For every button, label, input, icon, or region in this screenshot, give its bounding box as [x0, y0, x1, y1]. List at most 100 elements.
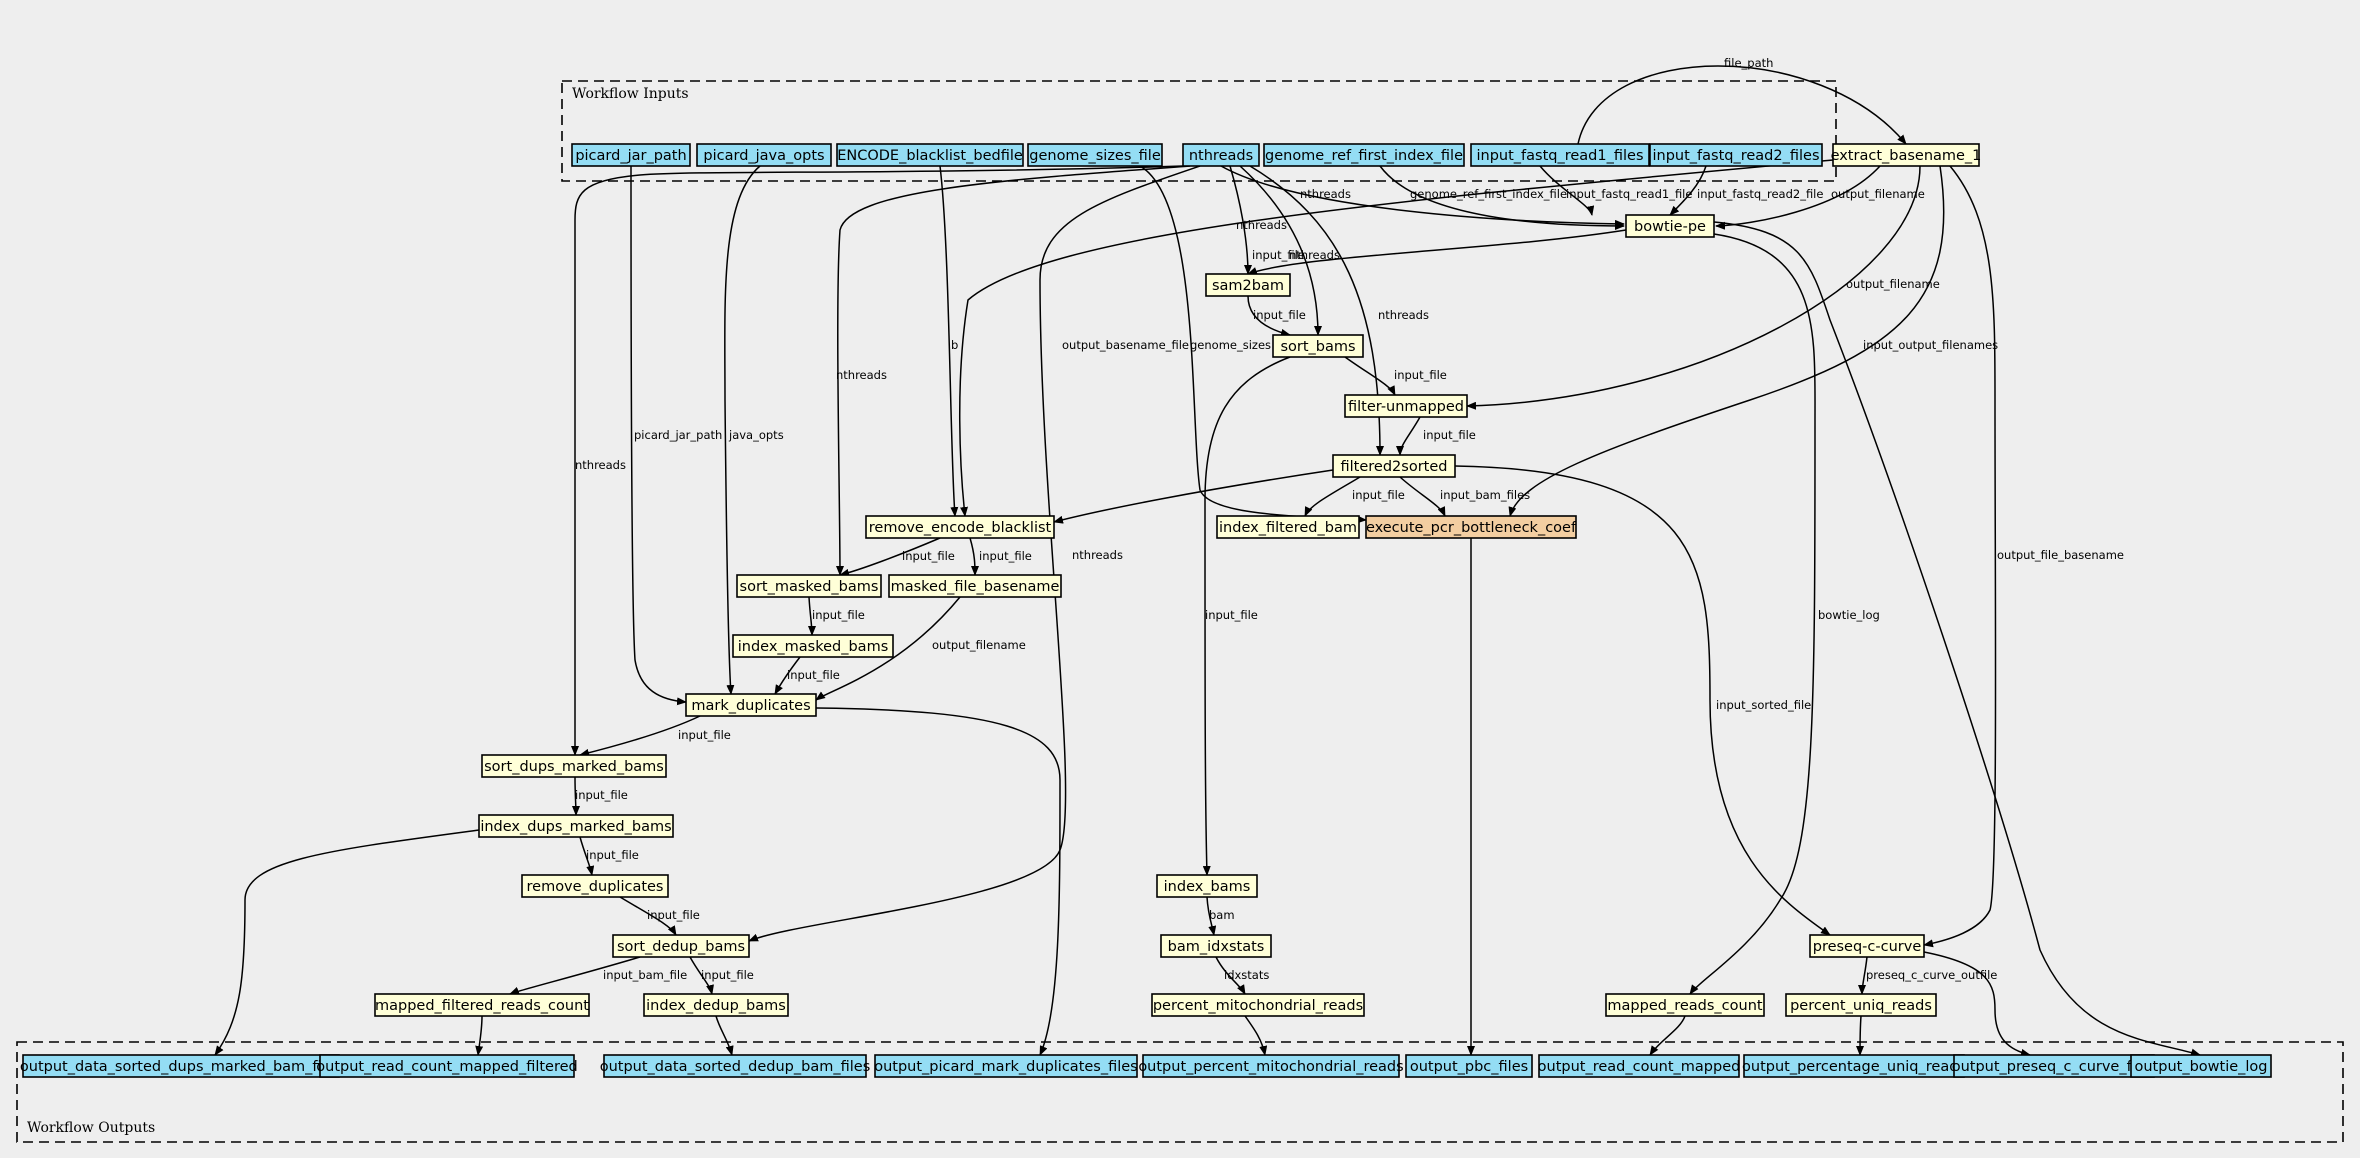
- edge-path: [969, 537, 979, 576]
- edge-label: input_fastq_read2_file: [1697, 187, 1823, 201]
- node-label: masked_file_basename: [891, 579, 1060, 595]
- node-label: mapped_reads_count: [1607, 998, 1762, 1014]
- node-output-picard-mark-duplicates-files[interactable]: output_picard_mark_duplicates_files: [874, 1054, 1138, 1078]
- node-bowtie-pe[interactable]: bowtie-pe: [1625, 214, 1715, 238]
- node-label: output_read_count_mapped: [1538, 1059, 1741, 1075]
- node-nthreads[interactable]: nthreads: [1182, 143, 1260, 167]
- node-sort-masked-bams[interactable]: sort_masked_bams: [736, 574, 882, 598]
- node-bam-idxstats[interactable]: bam_idxstats: [1160, 934, 1272, 958]
- edge-input-fastq-read2-files-to-bowtie-pe: [1669, 165, 1707, 216]
- node-extract-basename-1[interactable]: extract_basename_1: [1831, 143, 1982, 167]
- node-index-dups-marked-bams[interactable]: index_dups_marked_bams: [478, 814, 674, 838]
- node-box: [1160, 934, 1272, 958]
- edge-label: output_filename: [932, 638, 1026, 652]
- edge-path: [1202, 356, 1291, 876]
- node-mapped-filtered-reads-count[interactable]: mapped_filtered_reads_count: [374, 993, 590, 1017]
- node-label: output_read_count_mapped_filtered: [316, 1059, 577, 1075]
- node-masked-file-basename[interactable]: masked_file_basename: [888, 574, 1062, 598]
- node-index-masked-bams[interactable]: index_masked_bams: [732, 634, 894, 658]
- edge-label: output_basename_file: [1062, 338, 1189, 352]
- node-index-filtered-bam[interactable]: index_filtered_bam: [1216, 515, 1360, 539]
- node-output-pbc-files[interactable]: output_pbc_files: [1405, 1054, 1533, 1078]
- edge-path: [689, 956, 714, 995]
- node-box: [1605, 993, 1765, 1017]
- node-box: [736, 574, 882, 598]
- edge-label: input_file: [787, 668, 840, 682]
- node-picard-jar-path[interactable]: picard_jar_path: [571, 143, 691, 167]
- edge-path: [571, 776, 580, 816]
- node-input-fastq-read2-files[interactable]: input_fastq_read2_files: [1649, 143, 1823, 167]
- node-mark-duplicates[interactable]: mark_duplicates: [685, 693, 817, 717]
- edge-label: input_file: [575, 788, 628, 802]
- node-sort-bams[interactable]: sort_bams: [1272, 334, 1364, 358]
- node-mapped-reads-count[interactable]: mapped_reads_count: [1605, 993, 1765, 1017]
- node-output-read-count-mapped[interactable]: output_read_count_mapped: [1538, 1054, 1741, 1078]
- node-input-fastq-read1-files[interactable]: input_fastq_read1_files: [1470, 143, 1650, 167]
- edge-preseq-c-curve-to-output-preseq-c-curve-files: [1923, 951, 2031, 1057]
- edge-percent-mitochondrial-reads-to-output-percent-mitochondrial-reads: [1244, 1015, 1268, 1056]
- node-percent-mitochondrial-reads[interactable]: percent_mitochondrial_reads: [1151, 993, 1365, 1017]
- edge-nthreads-to-sam2bam: [1229, 165, 1252, 275]
- node-preseq-c-curve[interactable]: preseq-c-curve: [1809, 934, 1925, 958]
- edge-path: [835, 165, 1191, 576]
- node-execute-pcr-bottleneck-coef[interactable]: execute_pcr_bottleneck_coef: [1365, 515, 1577, 539]
- node-box: [1625, 214, 1715, 238]
- node-remove-duplicates[interactable]: remove_duplicates: [521, 874, 669, 898]
- node-picard-java-opts[interactable]: picard_java_opts: [696, 143, 832, 167]
- node-sort-dedup-bams[interactable]: sort_dedup_bams: [612, 934, 750, 958]
- edge-masked-file-basename-to-mark-duplicates: [815, 596, 961, 701]
- edge-index-masked-bams-to-mark-duplicates: [774, 656, 801, 695]
- edge-path: [1220, 165, 1625, 228]
- node-index-dedup-bams[interactable]: index_dedup_bams: [643, 993, 789, 1017]
- node-percent-uniq-reads[interactable]: percent_uniq_reads: [1785, 993, 1937, 1017]
- node-output-percent-mitochondrial-reads[interactable]: output_percent_mitochondrial_reads: [1138, 1054, 1404, 1078]
- node-box: [603, 1054, 867, 1078]
- edge-picard-java-opts-to-mark-duplicates: [724, 165, 761, 695]
- node-index-bams[interactable]: index_bams: [1156, 874, 1258, 898]
- node-encode-blacklist-bedfile[interactable]: ENCODE_blacklist_bedfile: [836, 143, 1024, 167]
- node-sam2bam[interactable]: sam2bam: [1205, 273, 1291, 297]
- node-output-percentage-uniq-reads[interactable]: output_percentage_uniq_reads: [1742, 1054, 1966, 1078]
- edge-path: [715, 1015, 734, 1056]
- edge-path: [1689, 233, 1816, 995]
- edge-picard-jar-path-to-mark-duplicates: [630, 165, 687, 706]
- edge-label: nthreads: [1378, 308, 1429, 322]
- edge-label: nthreads: [1072, 548, 1123, 562]
- node-label: mapped_filtered_reads_count: [375, 998, 589, 1014]
- edge-label: input_bam_files: [1440, 488, 1530, 502]
- node-genome-ref-first-index-file[interactable]: genome_ref_first_index_file: [1263, 143, 1465, 167]
- edge-extract-basename-1-to-preseq-c-curve: [1923, 165, 1997, 948]
- node-box: [1272, 334, 1364, 358]
- edge-label: output_file_basename: [1997, 548, 2124, 562]
- node-filtered2sorted[interactable]: filtered2sorted: [1332, 454, 1456, 478]
- edge-path: [1856, 1015, 1865, 1056]
- node-label: input_fastq_read1_files: [1477, 148, 1644, 164]
- node-box: [1263, 143, 1465, 167]
- edge-mark-duplicates-to-sort-dups-marked-bams: [579, 715, 701, 757]
- node-label: index_dups_marked_bams: [480, 819, 671, 835]
- edge-filtered2sorted-to-preseq-c-curve: [1454, 465, 1831, 936]
- edge-label: input_file: [586, 848, 639, 862]
- node-box: [319, 1054, 575, 1078]
- edge-mark-duplicates-to-output-picard-mark-duplicates-files: [815, 707, 1061, 1056]
- edge-path: [958, 159, 1834, 517]
- node-box: [888, 574, 1062, 598]
- node-output-preseq-c-curve-files[interactable]: output_preseq_c_curve_files: [1952, 1054, 2157, 1078]
- node-label: percent_mitochondrial_reads: [1153, 998, 1363, 1014]
- node-filter-unmapped[interactable]: filter-unmapped: [1344, 394, 1468, 418]
- node-output-data-sorted-dedup-bam-files[interactable]: output_data_sorted_dedup_bam_files: [600, 1054, 871, 1078]
- node-box: [612, 934, 750, 958]
- node-remove-encode-blacklist[interactable]: remove_encode_blacklist: [865, 515, 1055, 539]
- node-genome-sizes-file[interactable]: genome_sizes_file: [1027, 143, 1163, 167]
- node-label: sort_masked_bams: [740, 579, 879, 595]
- node-output-bowtie-log[interactable]: output_bowtie_log: [2130, 1054, 2272, 1078]
- node-label: ENCODE_blacklist_bedfile: [837, 148, 1023, 164]
- edge-sort-bams-to-index-bams: [1202, 356, 1291, 876]
- node-output-data-sorted-dups-marked-bam-files[interactable]: output_data_sorted_dups_marked_bam_files: [20, 1054, 342, 1078]
- edge-sort-dups-marked-bams-to-index-dups-marked-bams: [571, 776, 580, 816]
- edge-bowtie-pe-to-output-bowtie-log: [1713, 221, 2201, 1057]
- node-output-read-count-mapped-filtered[interactable]: output_read_count_mapped_filtered: [316, 1054, 578, 1078]
- edge-remove-duplicates-to-sort-dedup-bams: [619, 896, 677, 936]
- node-sort-dups-marked-bams[interactable]: sort_dups_marked_bams: [481, 754, 667, 778]
- node-label: percent_uniq_reads: [1790, 998, 1932, 1014]
